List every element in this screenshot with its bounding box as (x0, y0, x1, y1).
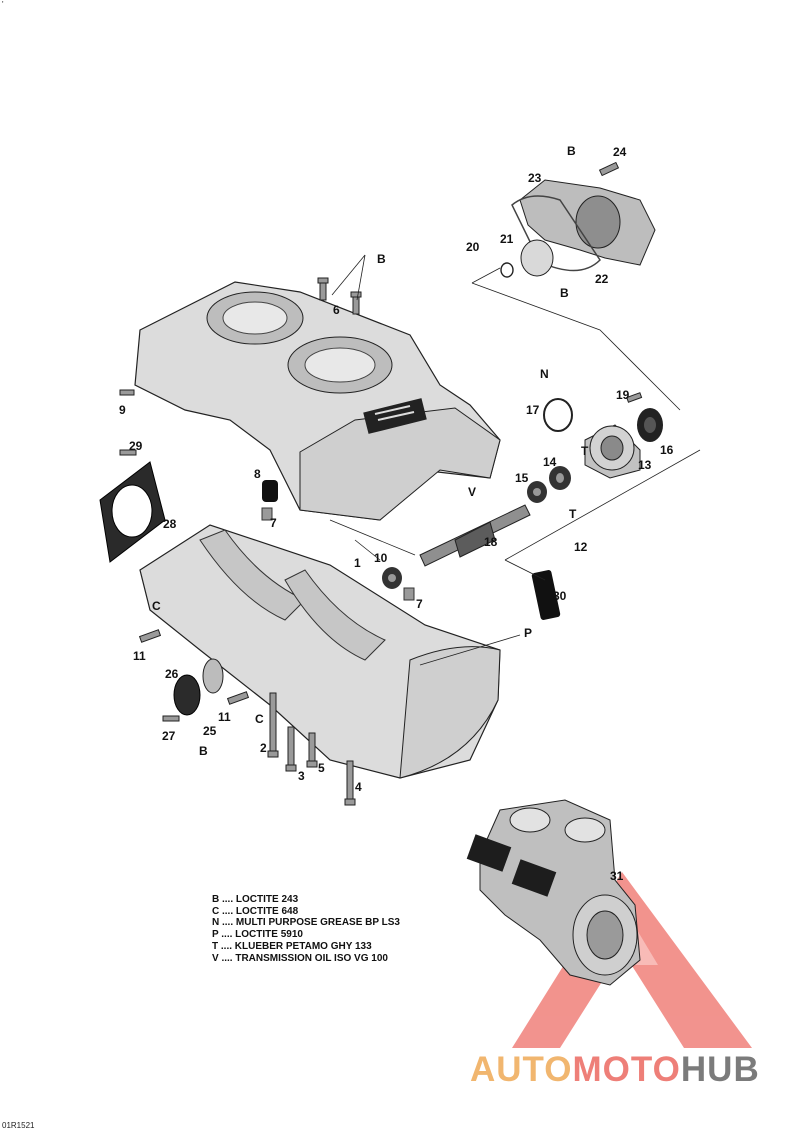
legend-entry: V .... TRANSMISSION OIL ISO VG 100 (212, 952, 388, 964)
callout-4: 4 (355, 780, 362, 794)
callout-9: 9 (119, 403, 126, 417)
callout-7: 7 (270, 516, 277, 530)
callout-10: 10 (374, 551, 388, 565)
watermark-logo: AUTOMOTOHUB (470, 1050, 760, 1090)
callout-11b: 11 (218, 710, 231, 724)
callout-2: 2 (260, 741, 267, 755)
drawing-code: 01R1521 (2, 1121, 35, 1130)
engine-block-31 (466, 799, 641, 986)
callout-3: 3 (298, 769, 305, 783)
covers-25-26 (173, 658, 224, 716)
callout-23: 23 (528, 171, 542, 185)
callout-28: 28 (163, 517, 177, 531)
adhesive-mark-t: T (569, 507, 577, 521)
bolts (119, 161, 643, 806)
lower-crankcase (139, 524, 501, 779)
adhesive-mark-v: V (468, 485, 477, 499)
callout-13: 13 (638, 458, 652, 472)
adhesive-mark-b: B (560, 286, 569, 300)
callout-17: 17 (526, 403, 540, 417)
legend-entry: N .... MULTI PURPOSE GREASE BP LS3 (212, 917, 400, 929)
callout-18: 18 (484, 535, 498, 549)
legend: B .... LOCTITE 243 C .... LOCTITE 648 N … (212, 894, 400, 964)
adhesive-mark-c: C (152, 599, 161, 613)
watermark-auto: AUTO (470, 1050, 573, 1089)
shaft-assembly (261, 398, 663, 620)
callout-16: 16 (660, 443, 674, 457)
callout-21: 21 (500, 232, 514, 246)
leader-lines (329, 254, 701, 666)
callout-25: 25 (203, 724, 217, 738)
callout-14: 14 (543, 455, 557, 469)
water-pump-housing (500, 179, 656, 278)
callout-22: 22 (595, 272, 609, 286)
watermark-moto: MOTO (572, 1050, 681, 1089)
adhesive-mark-b: B (567, 144, 576, 158)
upper-crankcase (134, 281, 501, 521)
callout-1: 1 (354, 556, 361, 570)
callout-30: 30 (553, 589, 567, 603)
callout-12: 12 (574, 540, 588, 554)
gasket-28 (99, 461, 166, 563)
callout-6: 6 (333, 303, 340, 317)
callout-20: 20 (466, 240, 480, 254)
adhesive-mark-b: B (199, 744, 208, 758)
callout-7b: 7 (416, 597, 423, 611)
callout-15: 15 (515, 471, 529, 485)
callout-5: 5 (318, 761, 325, 775)
legend-entry: T .... KLUEBER PETAMO GHY 133 (212, 940, 372, 952)
callout-8: 8 (254, 467, 261, 481)
legend-entry: P .... LOCTITE 5910 (212, 929, 303, 941)
adhesive-mark-t: T (581, 444, 589, 458)
legend-entry: B .... LOCTITE 243 (212, 894, 299, 905)
callout-27: 27 (162, 729, 176, 743)
callout-11: 11 (133, 649, 146, 663)
adhesive-mark-p: P (524, 626, 533, 640)
callout-31: 31 (610, 869, 624, 883)
callout-29: 29 (129, 439, 143, 453)
adhesive-mark-n: N (540, 367, 549, 381)
corner-mark: ' (2, 0, 4, 9)
callout-26: 26 (165, 667, 179, 681)
adhesive-mark-b: B (377, 252, 386, 266)
watermark-hub: HUB (680, 1050, 760, 1089)
callout-19: 19 (616, 388, 630, 402)
legend-entry: C .... LOCTITE 648 (212, 905, 299, 917)
adhesive-mark-c: C (255, 712, 264, 726)
callout-24: 24 (613, 145, 627, 159)
